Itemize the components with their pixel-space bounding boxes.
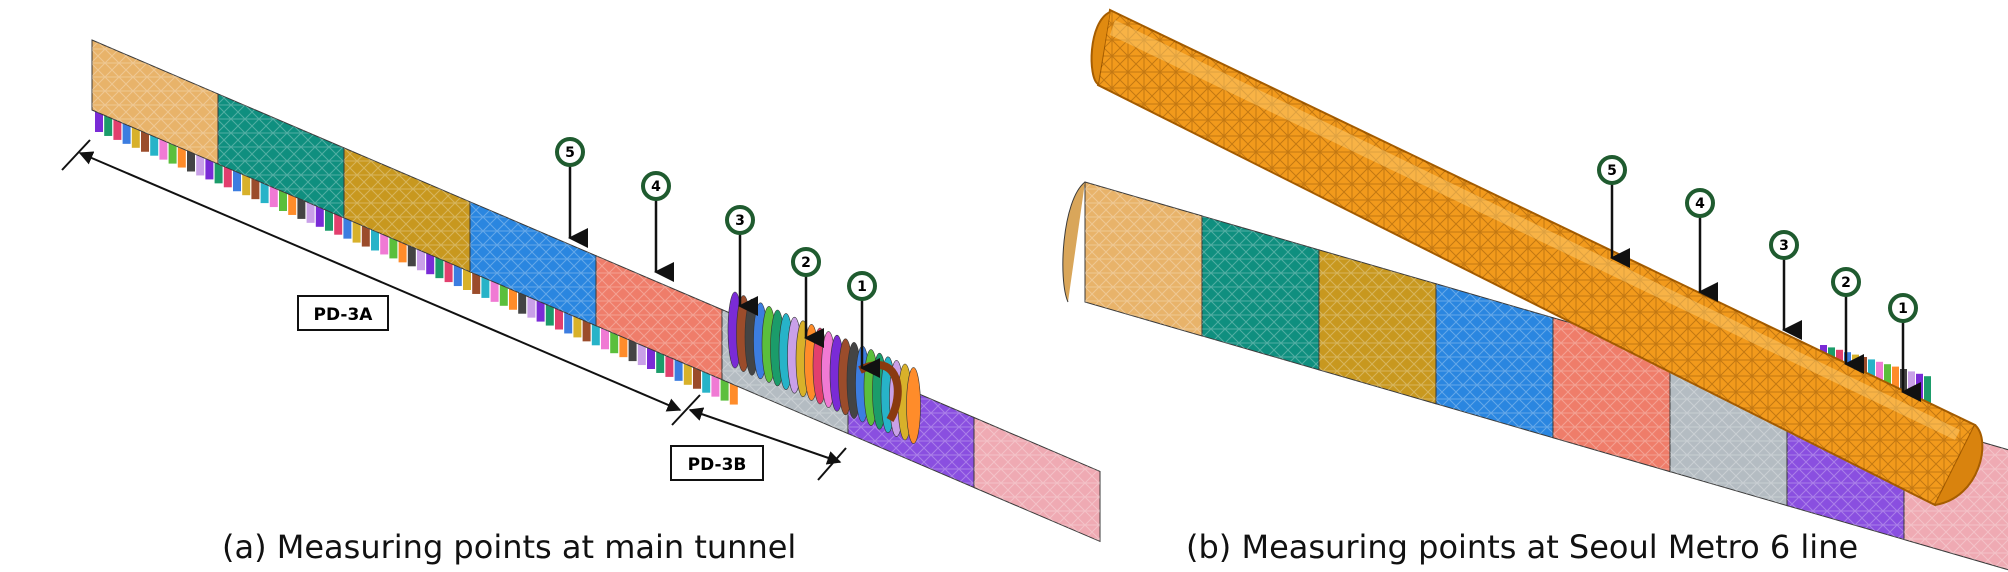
tunnel-front-face	[1062, 181, 1086, 303]
caption-panel-b: (b) Measuring points at Seoul Metro 6 li…	[1186, 528, 1859, 566]
marker-label: 2	[801, 255, 811, 271]
ring-segment	[1884, 364, 1891, 395]
dimension-pd3b	[688, 407, 847, 481]
marker-label: 3	[735, 213, 745, 229]
marker-circle	[1685, 188, 1715, 218]
measuring-points-main-tunnel: 5 4 3 2 1	[555, 137, 880, 378]
label-pd3b: PD-3B	[688, 455, 747, 475]
segment-mesh	[1085, 182, 1202, 336]
panel-a-main-tunnel: PD-3A PD-3B 5 4 3 2 1	[61, 39, 1101, 543]
ring-segment	[711, 372, 720, 397]
marker-circle	[847, 271, 877, 301]
measuring-points-metro: 5 4 3 2 1	[1597, 155, 1921, 402]
segment-mesh	[974, 417, 1100, 542]
marker-circle	[641, 171, 671, 201]
ring-segment	[131, 123, 140, 148]
segment-mesh	[1202, 215, 1319, 370]
marker-label: 3	[1779, 238, 1789, 254]
segment-mesh	[344, 147, 470, 272]
crossing-tunnel-metro-6	[1090, 8, 1984, 507]
segment-mesh	[1436, 283, 1553, 438]
marker-label: 2	[1841, 275, 1851, 291]
ring-segment	[122, 119, 131, 144]
label-box-pd3a: PD-3A	[297, 295, 389, 331]
marker-circle	[1831, 267, 1861, 297]
ring-segment	[683, 360, 692, 385]
ring-segment	[1924, 376, 1931, 407]
marker-label: 5	[565, 145, 575, 161]
ring-segment	[720, 376, 729, 401]
marker-label: 5	[1607, 163, 1617, 179]
ring-segment	[1892, 366, 1899, 397]
caption-panel-a: (a) Measuring points at main tunnel	[222, 528, 797, 566]
marker-circle	[1888, 293, 1918, 323]
ring-segment	[693, 364, 701, 389]
ring-segment	[150, 131, 159, 156]
tunnel-shell-segments	[91, 39, 1101, 543]
segment-mesh	[1319, 249, 1436, 404]
panel-b-metro-line: 5 4 3 2 1	[1062, 8, 2008, 571]
ring-segment	[113, 115, 122, 140]
marker-label: 1	[857, 279, 867, 295]
marker-circle	[555, 137, 585, 167]
ring-segment	[702, 368, 711, 393]
ring-segment	[729, 380, 738, 405]
marker-circle	[791, 247, 821, 277]
dimension-pd3a	[61, 139, 701, 426]
ring-segment	[95, 108, 103, 132]
marker-label: 4	[1695, 196, 1705, 212]
marker-label: 1	[1898, 301, 1908, 317]
ring-segment	[1876, 361, 1883, 392]
marker-circle	[1597, 155, 1627, 185]
ring-segment	[159, 135, 168, 160]
ring-segment	[104, 111, 113, 136]
label-box-pd3b: PD-3B	[670, 445, 764, 481]
marker-label: 4	[651, 179, 661, 195]
end-ring	[906, 367, 921, 444]
marker-circle	[1769, 230, 1799, 260]
segment-mesh	[92, 40, 218, 164]
label-pd3a: PD-3A	[314, 305, 374, 325]
ring-segment	[141, 127, 149, 152]
marker-circle	[725, 205, 755, 235]
